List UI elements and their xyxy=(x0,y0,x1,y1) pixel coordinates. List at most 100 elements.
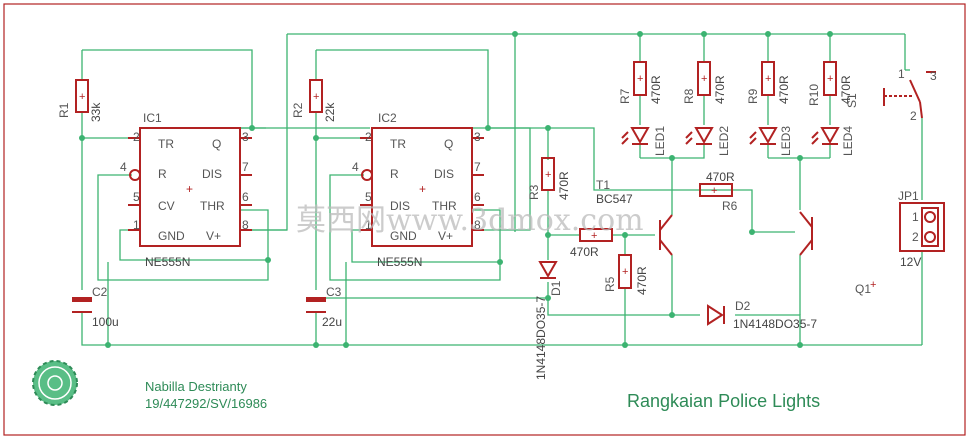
junctions xyxy=(79,31,833,348)
resistor-r1: + R1 33k xyxy=(57,79,103,122)
svg-text:+: + xyxy=(765,73,771,85)
ic2-pinnum-2: 2 xyxy=(365,130,372,144)
svg-text:+: + xyxy=(637,73,643,85)
r10-ref: R10 xyxy=(807,84,821,106)
ic2-ref: IC2 xyxy=(378,111,397,125)
ic2-pin-vplus: V+ xyxy=(438,229,453,243)
d1-ref: D1 xyxy=(549,280,563,296)
diode-d2: D2 1N4148DO35-7 xyxy=(707,299,817,331)
r9-value: 470R xyxy=(777,75,791,104)
wires xyxy=(81,33,923,346)
d2-ref: D2 xyxy=(735,299,751,313)
ic1-pinnum-1: 1 xyxy=(133,218,140,232)
capacitor-c2: C2 100u xyxy=(72,285,119,329)
transistor-t1: T1 BC547 xyxy=(596,178,673,256)
ic2-pin-thr: THR xyxy=(432,199,457,213)
ic2-pin-tr: TR xyxy=(390,137,406,151)
r8-ref: R8 xyxy=(682,88,696,104)
watermark: 莫西网www.3dmox.com xyxy=(296,203,644,238)
drawing-title: Rangkaian Police Lights xyxy=(627,391,820,411)
ic2-pinnum-4: 4 xyxy=(352,160,359,174)
ic1-pin-r: R xyxy=(158,167,167,181)
resistor-r7: + R7 470R xyxy=(618,61,663,104)
led-1: LED1 xyxy=(621,126,667,156)
r5-value: 470R xyxy=(635,266,649,295)
t1-ref: T1 xyxy=(596,178,610,192)
c3-ref: C3 xyxy=(326,285,342,299)
r7-value: 470R xyxy=(649,75,663,104)
d2-value: 1N4148DO35-7 xyxy=(733,317,817,331)
r5-ref: R5 xyxy=(603,276,617,292)
ic1-pin-thr: THR xyxy=(200,199,225,213)
sheet-frame xyxy=(3,3,966,436)
switch-s1[interactable]: S1 1 2 3 xyxy=(845,67,937,123)
ic1-pinnum-3: 3 xyxy=(242,130,249,144)
ic1-pin-tr: TR xyxy=(158,137,174,151)
ic2-pinnum-5: 5 xyxy=(365,190,372,204)
ic2-pin-dis: DIS xyxy=(434,167,454,181)
led-3: LED3 xyxy=(749,126,793,156)
ic1-pinnum-8: 8 xyxy=(242,218,249,232)
led2-ref: LED2 xyxy=(717,126,731,156)
author-name: Nabilla Destrianty xyxy=(145,379,247,394)
svg-text:+: + xyxy=(827,73,833,85)
r7-ref: R7 xyxy=(618,88,632,104)
ic1-ref: IC1 xyxy=(143,111,162,125)
ic1-pinnum-4: 4 xyxy=(120,160,127,174)
r8-value: 470R xyxy=(713,75,727,104)
r1-ref: R1 xyxy=(57,102,71,118)
r4-value: 470R xyxy=(570,245,599,259)
ic1-pin-q: Q xyxy=(212,137,221,151)
led1-ref: LED1 xyxy=(653,126,667,156)
r3-ref: R3 xyxy=(527,184,541,200)
r10-value: 470R xyxy=(839,75,853,104)
ic1-value: NE555N xyxy=(145,255,190,269)
ic2-ne555: + IC2 NE555N TR R DIS GND Q DIS THR V+ 2… xyxy=(352,111,484,269)
led-2: LED2 xyxy=(685,126,731,156)
c2-ref: C2 xyxy=(92,285,108,299)
svg-text:+: + xyxy=(591,230,597,242)
svg-text:+: + xyxy=(701,73,707,85)
svg-text:+: + xyxy=(870,279,876,291)
ic2-pin-q: Q xyxy=(444,137,453,151)
ic1-pin-dis: DIS xyxy=(202,167,222,181)
r6-value: 470R xyxy=(706,170,735,184)
svg-text:+: + xyxy=(79,91,85,103)
s1-pin-3: 3 xyxy=(930,69,937,83)
ic1-pinnum-2: 2 xyxy=(133,130,140,144)
r9-ref: R9 xyxy=(746,88,760,104)
resistor-r9: + R9 470R xyxy=(746,61,791,104)
s1-ref: S1 xyxy=(845,93,859,108)
ic1-pinnum-7: 7 xyxy=(242,160,249,174)
ic2-pin-gnd: GND xyxy=(390,229,417,243)
led3-ref: LED3 xyxy=(779,126,793,156)
resistor-r4: + 470R xyxy=(570,228,613,259)
ic2-pinnum-6: 6 xyxy=(474,190,481,204)
ic2-pin-left3: DIS xyxy=(390,199,410,213)
ic1-pin-cv: CV xyxy=(158,199,175,213)
jp1-pin-1: 1 xyxy=(912,210,919,224)
d1-value: 1N4148DO35-7 xyxy=(534,296,548,380)
author-id: 19/447292/SV/16986 xyxy=(145,396,267,411)
q1-ref: Q1 xyxy=(855,282,871,296)
ic2-pinnum-3: 3 xyxy=(474,130,481,144)
jp1-value: 12V xyxy=(900,255,921,269)
s1-pin-2: 2 xyxy=(910,109,917,123)
led4-ref: LED4 xyxy=(841,126,855,156)
ic2-pinnum-1: 1 xyxy=(365,218,372,232)
jp1-pin-2: 2 xyxy=(912,230,919,244)
resistor-r3: + R3 470R xyxy=(527,157,571,200)
ic1-pin-gnd: GND xyxy=(158,229,185,243)
svg-text:+: + xyxy=(186,182,193,196)
diode-d1: D1 1N4148DO35-7 xyxy=(534,261,563,380)
university-seal-icon xyxy=(32,360,78,406)
svg-text:+: + xyxy=(711,185,717,197)
s1-pin-1: 1 xyxy=(898,67,905,81)
ic2-pin-r: R xyxy=(390,167,399,181)
resistor-r6: + 470R R6 xyxy=(699,170,738,213)
resistor-r8: + R8 470R xyxy=(682,61,727,104)
ic1-pinnum-5: 5 xyxy=(133,190,140,204)
svg-text:+: + xyxy=(313,91,319,103)
ic1-pinnum-6: 6 xyxy=(242,190,249,204)
